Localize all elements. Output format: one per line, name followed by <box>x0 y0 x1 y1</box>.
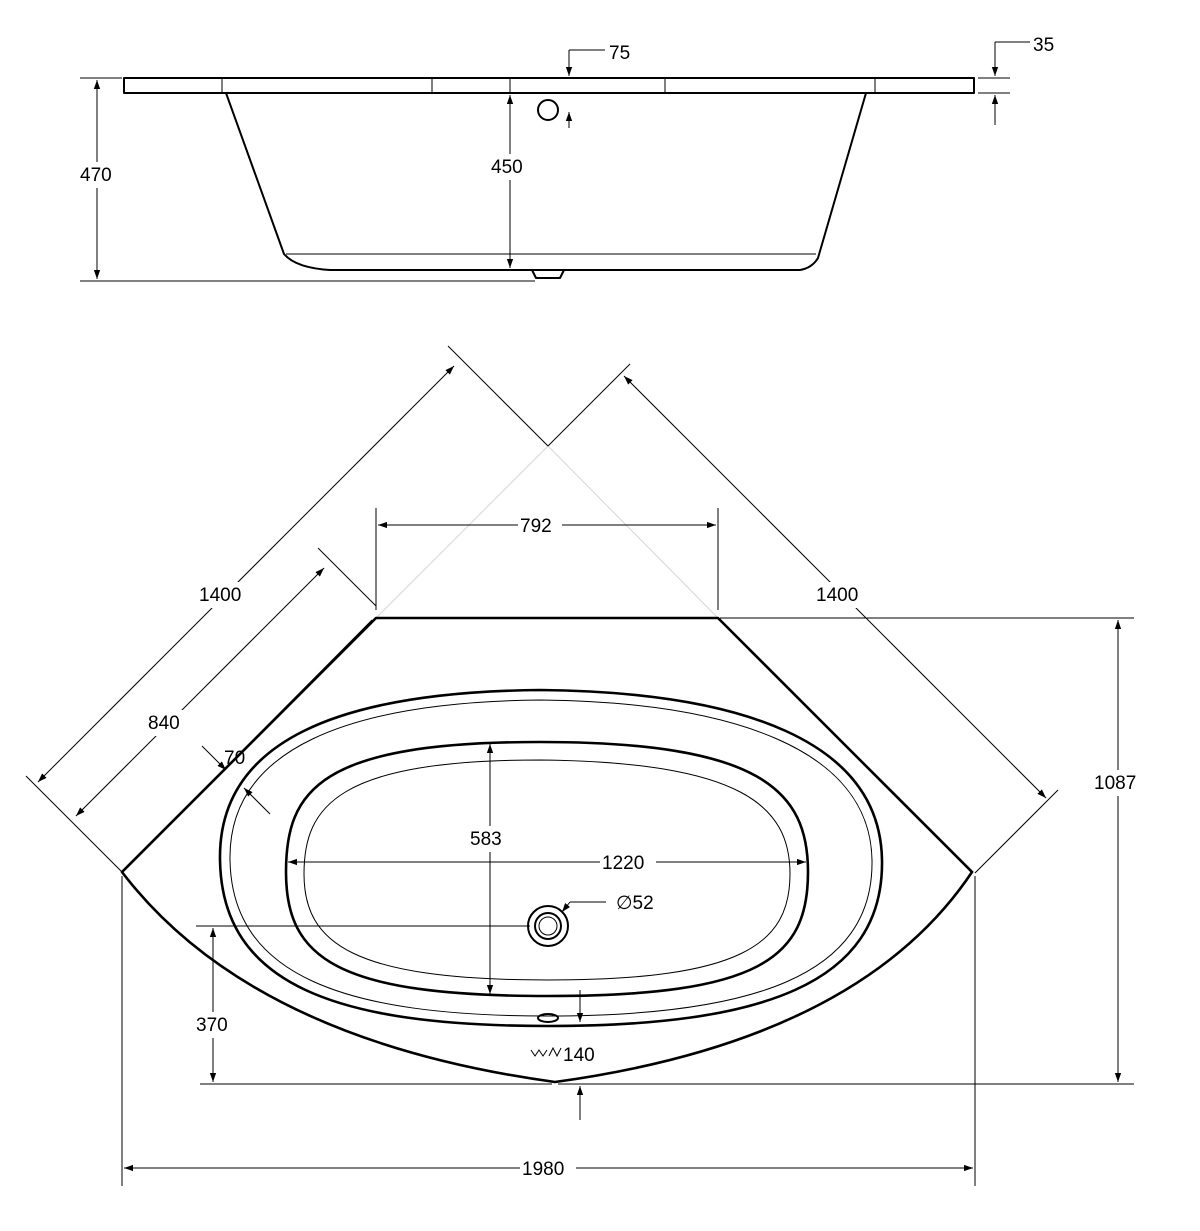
overflow-slot <box>537 1013 559 1023</box>
dim-front-flat: 792 <box>520 516 552 537</box>
overflow-hole <box>537 99 559 121</box>
drain-outlet <box>531 269 565 279</box>
side-view: 35 75 470 450 <box>78 35 1054 282</box>
dim-inner-depth: 450 <box>491 157 523 178</box>
dim-drain-diameter: ∅52 <box>616 893 654 914</box>
rim-profile <box>123 77 975 94</box>
dim-drain-offset: 370 <box>196 1015 228 1036</box>
dim-total-width: 1980 <box>522 1159 564 1180</box>
tub-body-profile <box>225 92 867 271</box>
dim-overflow-marker: 140 <box>563 1045 595 1066</box>
dim-overflow-offset: 75 <box>609 43 630 64</box>
dim-rim-width: 70 <box>224 748 245 769</box>
dim-total-depth: 1087 <box>1094 773 1136 794</box>
dim-rim-thickness: 35 <box>1033 35 1054 56</box>
dim-basin-length: 1220 <box>602 853 644 874</box>
dim-basin-width: 583 <box>470 829 502 850</box>
wave-symbol-icon <box>530 1046 562 1058</box>
dim-wall-left: 1400 <box>199 585 241 606</box>
dim-inner-wall-left: 840 <box>148 713 180 734</box>
dim-total-height: 470 <box>80 165 112 186</box>
top-view: 1400 840 70 1400 792 583 1220 ∅52 <box>25 345 1144 1186</box>
dim-wall-right: 1400 <box>816 585 858 606</box>
